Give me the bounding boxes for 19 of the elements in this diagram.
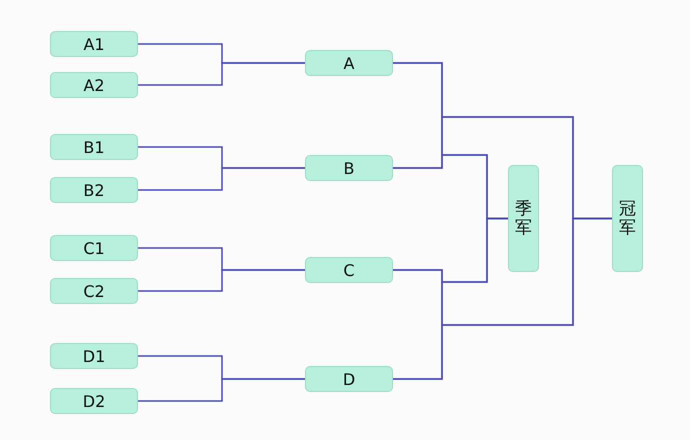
- bracket-connector: [138, 167, 305, 191]
- team-box: C1: [50, 235, 138, 261]
- team-box: D: [305, 366, 393, 392]
- team-box: C: [305, 257, 393, 283]
- team-box: A2: [50, 72, 138, 98]
- team-box: B: [305, 155, 393, 181]
- result-box: 冠军: [612, 165, 643, 272]
- result-box: 季军: [508, 165, 539, 272]
- bracket-connector: [393, 218, 508, 380]
- team-box: B1: [50, 134, 138, 160]
- team-box: D1: [50, 343, 138, 369]
- bracket-connector: [138, 378, 305, 402]
- team-box: D2: [50, 388, 138, 414]
- team-box: A1: [50, 31, 138, 57]
- bracket-connector: [138, 62, 305, 86]
- team-box: B2: [50, 177, 138, 203]
- bracket-connector: [138, 269, 305, 292]
- team-box: C2: [50, 278, 138, 304]
- team-box: A: [305, 50, 393, 76]
